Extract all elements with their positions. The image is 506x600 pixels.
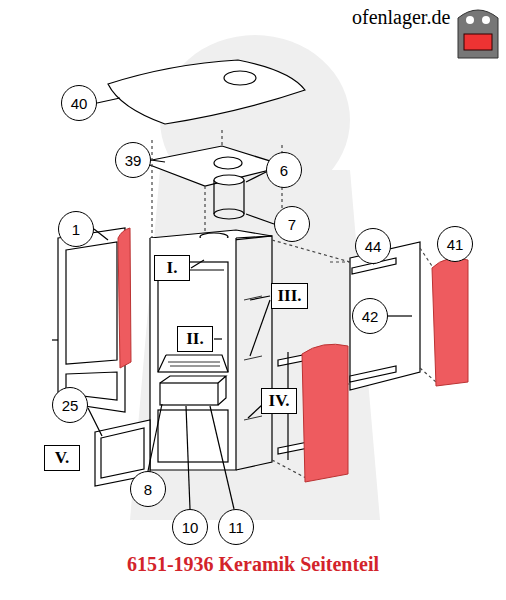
callout-number: 42 [352, 298, 388, 334]
callout-number: 11 [218, 509, 254, 545]
callout-text: III. [277, 286, 301, 306]
callout-number: 44 [355, 228, 391, 264]
callout-text: 8 [144, 481, 152, 498]
callout-text: 11 [228, 519, 244, 536]
callout-number: 39 [115, 142, 151, 178]
callout-text: V. [55, 448, 69, 468]
caption: 6151-1936 Keramik Seitenteil [0, 553, 506, 576]
callout-number: 41 [437, 226, 473, 262]
callout-number: 1 [58, 211, 94, 247]
callout-text: 10 [182, 519, 199, 536]
callout-text: 44 [365, 238, 382, 255]
section-marker: V. [44, 445, 80, 471]
callout-number: 10 [172, 509, 208, 545]
callout-text: 42 [362, 308, 379, 325]
callout-text: 6 [280, 162, 288, 179]
callout-text: IV. [269, 391, 290, 411]
section-marker: II. [177, 326, 213, 352]
callout-text: 7 [288, 216, 296, 233]
brand-label: ofenlager.de [352, 6, 450, 29]
callout-number: 6 [266, 152, 302, 188]
callout-text: I. [167, 258, 178, 278]
section-marker: I. [154, 255, 190, 281]
callout-text: 39 [125, 152, 142, 169]
callout-text: 1 [72, 221, 80, 238]
section-marker: III. [271, 283, 308, 309]
callout-text: 40 [71, 95, 88, 112]
callout-number: 40 [61, 85, 97, 121]
callout-number: 8 [130, 471, 166, 507]
callout-text: 41 [447, 236, 464, 253]
callout-text: II. [186, 329, 203, 349]
section-marker: IV. [261, 388, 297, 414]
logo-mascot [458, 10, 498, 58]
callout-text: 25 [62, 397, 79, 414]
callout-number: 25 [52, 387, 88, 423]
callout-number: 7 [274, 206, 310, 242]
